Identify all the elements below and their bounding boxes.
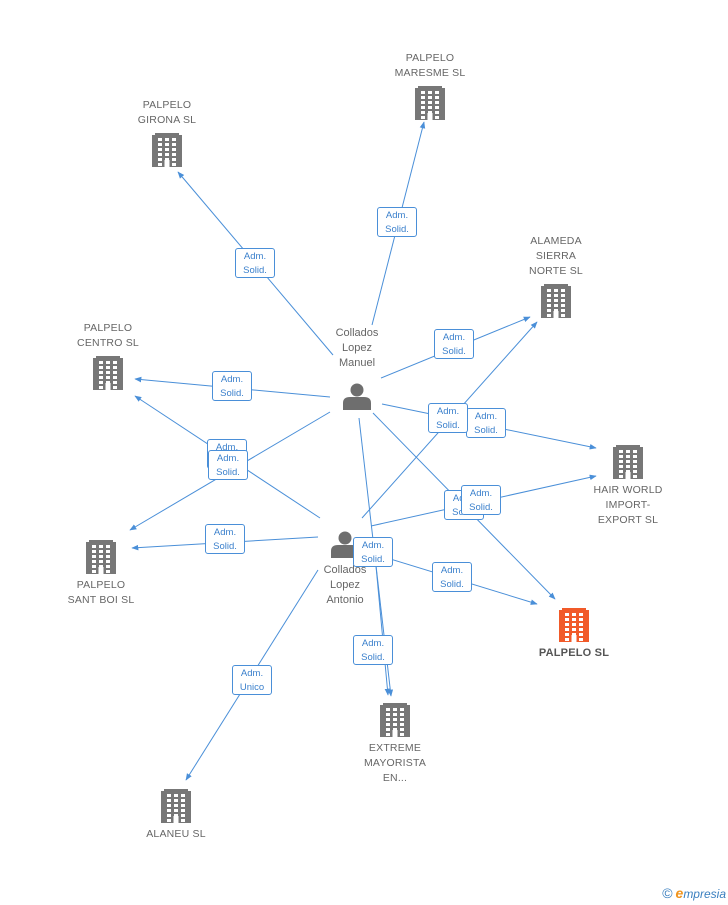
- person-name-line: Lopez: [330, 579, 360, 591]
- company-name-line: GIRONA SL: [137, 114, 197, 126]
- relation-role-text: Adm.: [361, 540, 385, 551]
- relation-role-text: Adm.: [474, 411, 498, 422]
- company-label-santboi[interactable]: PALPELO SANT BOI SL: [51, 578, 151, 608]
- company-name-line: EXPORT SL: [597, 514, 659, 526]
- person-icon[interactable]: [331, 531, 359, 559]
- relation-badge-manuel-alameda[interactable]: Adm. Solid.: [434, 329, 474, 359]
- relation-badge-antonio-alameda[interactable]: Adm. Solid.: [428, 403, 468, 433]
- relation-role-text: Solid.: [361, 554, 385, 565]
- relation-role-text: Solid.: [385, 224, 409, 235]
- relation-badge-antonio-centro[interactable]: Adm. Solid.: [208, 450, 248, 480]
- relation-role-text: Adm.: [216, 453, 240, 464]
- relation-badge-manuel-hairworld[interactable]: Adm. Solid.: [466, 408, 506, 438]
- company-name-line: PALPELO: [76, 579, 126, 591]
- relation-badge-antonio-santboi[interactable]: Adm. Solid.: [205, 524, 245, 554]
- relation-role-text: Solid.: [243, 265, 267, 276]
- relation-badge-manuel-extreme[interactable]: Adm. Solid.: [353, 537, 393, 567]
- relation-role-text: Adm.: [440, 565, 464, 576]
- relation-role-text: Adm.: [215, 442, 239, 453]
- building-icon[interactable]: [613, 445, 643, 479]
- company-label-extreme[interactable]: EXTREME MAYORISTA EN...: [345, 741, 445, 786]
- company-name-line: SIERRA: [535, 250, 577, 262]
- person-name-line: Collados: [335, 327, 379, 339]
- company-name-line: MAYORISTA: [363, 757, 427, 769]
- relation-role-text: Solid.: [220, 388, 244, 399]
- company-name-line: HAIR WORLD: [593, 484, 663, 496]
- relation-role-text: Adm.: [469, 488, 493, 499]
- relation-role-text: Solid.: [442, 346, 466, 357]
- company-label-alameda[interactable]: ALAMEDA SIERRA NORTE SL: [506, 234, 606, 279]
- company-name-line: IMPORT-: [605, 499, 651, 511]
- relation-role-text: Solid.: [469, 502, 493, 513]
- company-name-line: NORTE SL: [529, 265, 583, 277]
- relation-role-text: Adm.: [243, 251, 267, 262]
- building-icon[interactable]: [541, 284, 571, 318]
- company-label-girona[interactable]: PALPELO GIRONA SL: [117, 98, 217, 128]
- building-icon[interactable]: [152, 133, 182, 167]
- company-label-palpelo[interactable]: PALPELO SL: [524, 646, 624, 661]
- graph-nodes: [86, 86, 643, 823]
- building-icon[interactable]: [93, 356, 123, 390]
- relation-badge-antonio-palpelo[interactable]: Adm. Solid.: [432, 562, 472, 592]
- company-label-alaneu[interactable]: ALANEU SL: [126, 827, 226, 842]
- relation-role-text: Unico: [239, 682, 265, 693]
- company-name-line: PALPELO: [142, 99, 192, 111]
- person-name-line: Manuel: [338, 357, 376, 369]
- relation-role-text: Adm.: [442, 332, 466, 343]
- relation-role-text: Adm.: [361, 638, 385, 649]
- person-name-line: Collados: [323, 564, 367, 576]
- relation-role-text: Solid.: [436, 420, 460, 431]
- brand-name: mpresia: [683, 887, 726, 901]
- relation-role-text: Adm.: [220, 374, 244, 385]
- relation-role-text: Solid.: [361, 652, 385, 663]
- relation-badge-antonio-hairworld[interactable]: Adm. Solid.: [461, 485, 501, 515]
- relation-role-text: Solid.: [213, 541, 237, 552]
- company-label-hairworld[interactable]: HAIR WORLD IMPORT- EXPORT SL: [578, 483, 678, 528]
- company-name-line: SANT BOI SL: [67, 594, 135, 606]
- relation-badge-antonio-extreme[interactable]: Adm. Solid.: [353, 635, 393, 665]
- company-name-line: CENTRO SL: [77, 337, 139, 349]
- company-name-line: EN...: [382, 772, 408, 784]
- brand-initial: e: [675, 885, 684, 901]
- relation-role-text: Solid.: [440, 579, 464, 590]
- company-name-line: EXTREME: [368, 742, 422, 754]
- company-name-line: ALAMEDA: [530, 235, 582, 247]
- relation-badge-manuel-maresme[interactable]: Adm. Solid.: [377, 207, 417, 237]
- relation-role-text: Adm.: [213, 527, 237, 538]
- footer-brand[interactable]: ©empresia: [662, 885, 726, 901]
- relation-line-antonio-extreme: [375, 565, 391, 696]
- building-icon[interactable]: [86, 540, 116, 574]
- company-label-centro[interactable]: PALPELO CENTRO SL: [58, 321, 158, 351]
- relation-role-text: Adm.: [436, 406, 460, 417]
- company-name-line: PALPELO: [83, 322, 133, 334]
- copyright-icon: ©: [662, 885, 673, 901]
- relation-role-text: Adm.: [240, 668, 264, 679]
- company-label-maresme[interactable]: PALPELO MARESME SL: [380, 51, 480, 81]
- building-icon[interactable]: [415, 86, 445, 120]
- building-icon[interactable]: [559, 608, 589, 642]
- person-name-line: Antonio: [326, 594, 364, 606]
- company-name-line: ALANEU SL: [146, 828, 206, 840]
- person-icon[interactable]: [343, 383, 371, 411]
- company-name-line: MARESME SL: [394, 67, 466, 79]
- building-icon[interactable]: [380, 703, 410, 737]
- company-name-line: PALPELO: [405, 52, 455, 64]
- company-name-line: PALPELO SL: [538, 647, 610, 659]
- person-name-line: Lopez: [342, 342, 372, 354]
- relation-lines: [129, 121, 597, 781]
- relation-role-text: Solid.: [216, 467, 240, 478]
- building-icon[interactable]: [161, 789, 191, 823]
- relation-badge-manuel-girona[interactable]: Adm. Solid.: [235, 248, 275, 278]
- relation-badge-antonio-alaneu[interactable]: Adm. Unico: [232, 665, 272, 695]
- relation-role-text: Solid.: [474, 425, 498, 436]
- relation-role-text: Adm.: [385, 210, 409, 221]
- relation-badge-manuel-centro[interactable]: Adm. Solid.: [212, 371, 252, 401]
